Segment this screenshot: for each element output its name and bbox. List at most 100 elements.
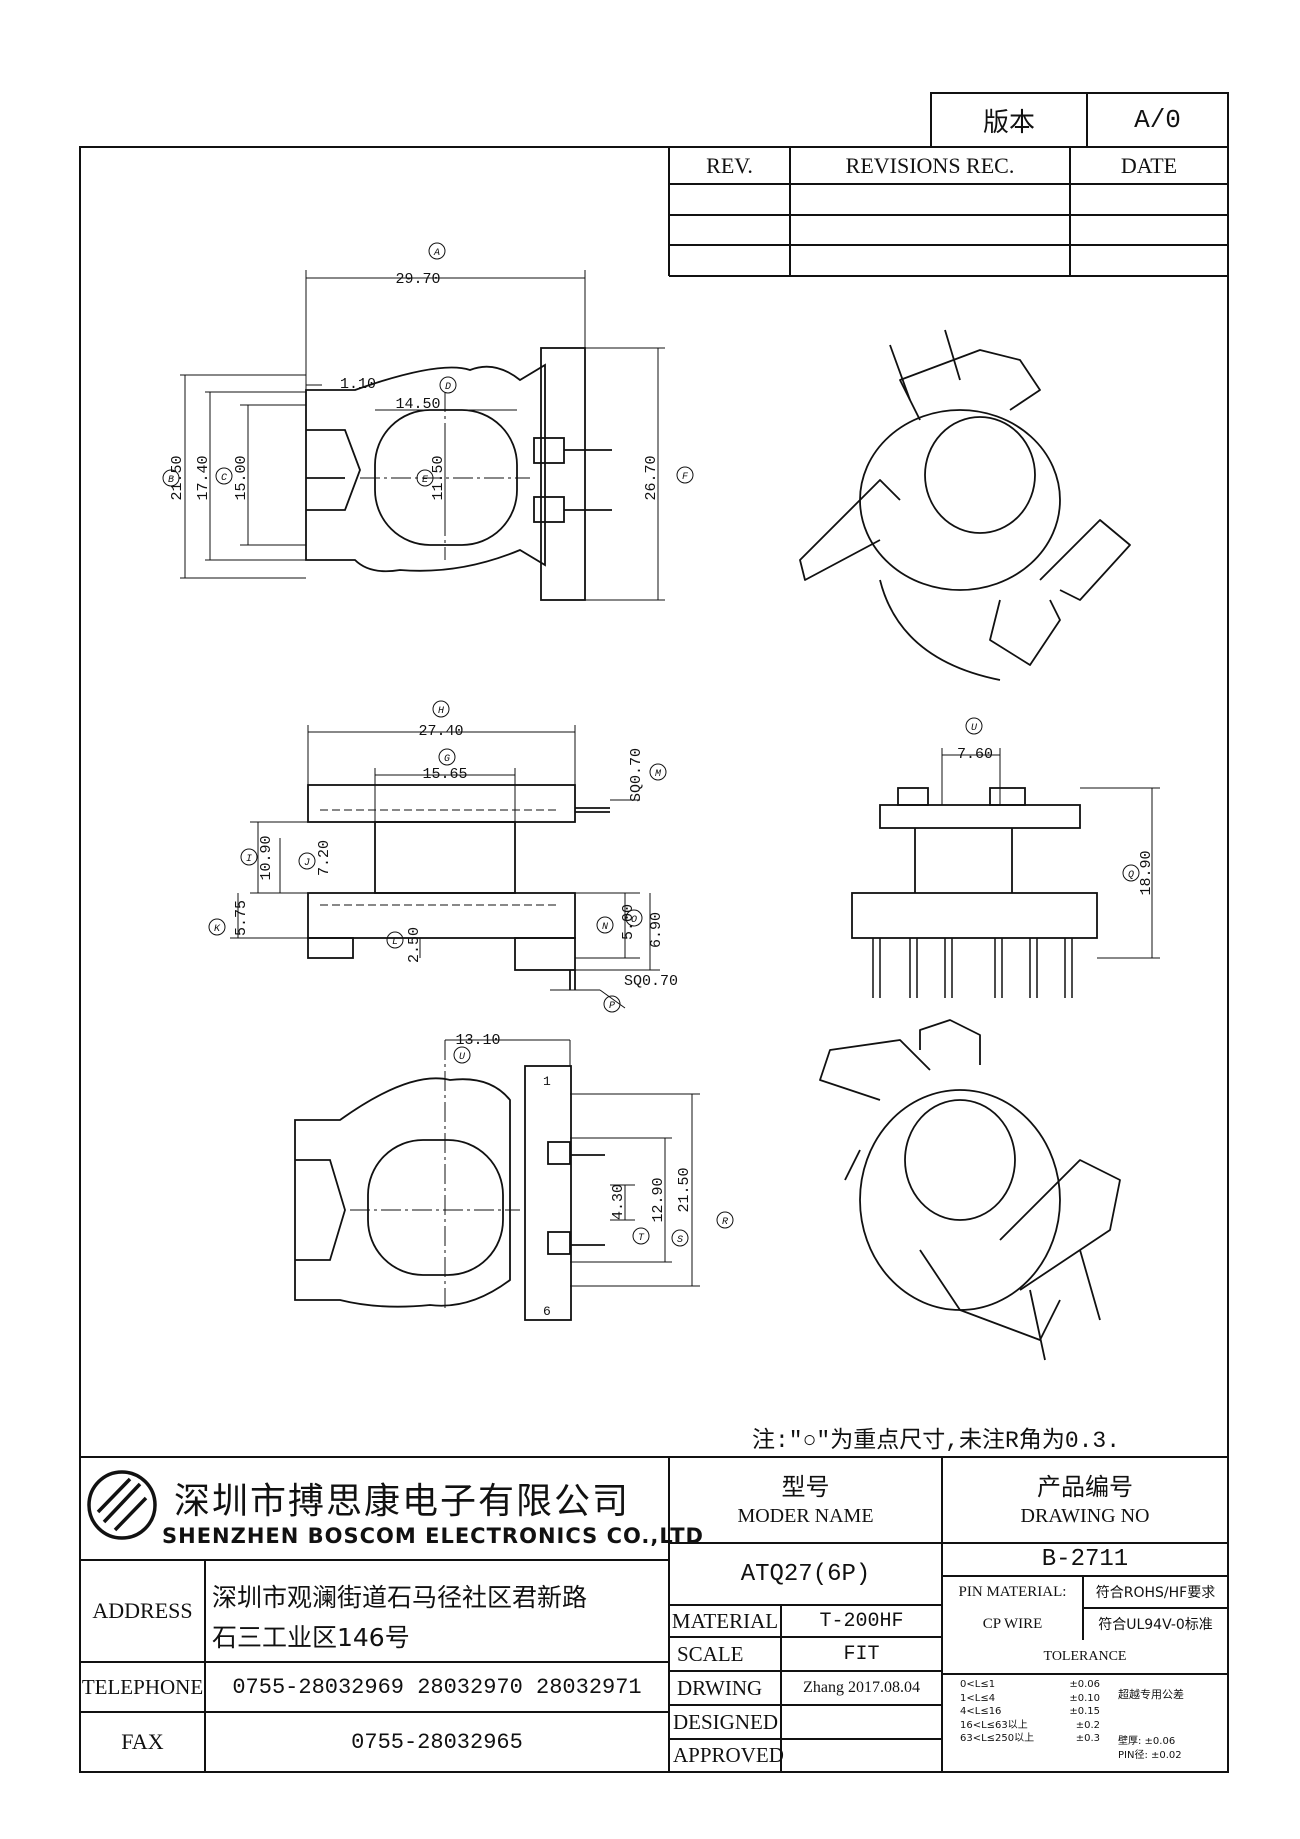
telephone-value: 0755-28032969 28032970 28032971 (232, 1674, 642, 1700)
tag-g: G (444, 754, 450, 765)
dim-j-value: 7.20 (316, 840, 333, 876)
dim-side-u-value: 7.60 (957, 746, 993, 763)
dim-f-value: 26.70 (643, 455, 660, 500)
dim-a-value: 29.70 (395, 271, 440, 288)
tolerance-range: 1<L≤4 (960, 1692, 996, 1704)
telephone-label: TELEPHONE (81, 1674, 204, 1699)
scale-value: FIT (843, 1642, 880, 1666)
tag-side-u: U (971, 723, 978, 734)
tag-j: J (304, 858, 310, 869)
fax-label: FAX (121, 1729, 164, 1754)
side-view-bottom-flange (851, 892, 1098, 939)
tag-s: S (677, 1235, 683, 1246)
tolerance-value: ±0.10 (1069, 1692, 1100, 1704)
tolerance-range: 16<L≤63以上 (960, 1719, 1028, 1731)
drawing-no-value: B-2711 (1041, 1546, 1129, 1573)
tolerance-value: ±0.2 (1075, 1719, 1100, 1731)
pin-material-label: PIN MATERIAL: (958, 1583, 1067, 1600)
drawing-no-label-en: DRAWING NO (1020, 1504, 1150, 1527)
tag-o: O (631, 915, 637, 926)
dim-k-value: 5.75 (233, 900, 250, 936)
drawing-value: Zhang 2017.08.04 (803, 1679, 920, 1696)
approved-label: APPROVED (673, 1743, 784, 1767)
tag-i: I (246, 854, 252, 865)
model-value: ATQ27(6P) (740, 1560, 871, 1588)
dim-b-value: 21.50 (169, 455, 186, 500)
address-line-1: 深圳市观澜街道石马径社区君新路 (212, 1583, 588, 1612)
tolerance-value: ±0.3 (1075, 1733, 1100, 1744)
bottom-view-body-outline (294, 1077, 511, 1308)
dim-i-value: 10.90 (258, 835, 275, 880)
bottom-view-window (367, 1139, 504, 1276)
top-view-flange (540, 347, 586, 601)
dim-p-value: SQ0.70 (624, 973, 678, 990)
address-label: ADDRESS (92, 1598, 193, 1623)
dim-t-value: 4.30 (610, 1184, 627, 1220)
pin-diameter-tolerance: PIN径: ±0.02 (1118, 1750, 1182, 1761)
tag-k: K (214, 924, 221, 935)
dim-h-value: 27.40 (418, 723, 463, 740)
tag-e: E (422, 475, 429, 486)
cp-wire-label: CP WIRE (982, 1615, 1043, 1632)
dim-1740-value: 17.40 (195, 455, 212, 500)
tag-a: A (433, 248, 440, 259)
version-label: 版本 (982, 107, 1035, 138)
tolerance-row: 16<L≤63以上 ±0.2 (960, 1719, 1100, 1733)
tolerance-value: ±0.06 (1069, 1679, 1100, 1690)
bottom-view-pin-flange (524, 1065, 572, 1321)
dim-c-value: 15.00 (233, 455, 250, 500)
drawing-note: 注:"○"为重点尺寸,未注R角为0.3. (752, 1428, 1121, 1454)
dim-o-value: 6.90 (648, 912, 665, 948)
model-label-en: MODER NAME (737, 1504, 874, 1527)
tag-l: L (392, 937, 398, 948)
company-logo (87, 1470, 157, 1540)
tolerance-row: 1<L≤4 ±0.10 (960, 1692, 1100, 1706)
tolerance-row: 0<L≤1 ±0.06 (960, 1678, 1100, 1692)
tolerance-label: TOLERANCE (1043, 1649, 1127, 1664)
designed-value (781, 1705, 942, 1739)
dim-s-value: 12.90 (650, 1177, 667, 1222)
side-view-top-flange (879, 804, 1081, 829)
tolerance-range: 0<L≤1 (960, 1679, 996, 1690)
tag-bottom-u: U (459, 1052, 466, 1063)
tag-r: R (722, 1217, 728, 1228)
drawing-label: DRWING (677, 1675, 763, 1700)
dim-d-value: 14.50 (395, 396, 440, 413)
tag-d: D (445, 382, 451, 393)
revisions-rec-header: REVISIONS REC. (845, 152, 1015, 178)
front-view-core (374, 821, 516, 894)
version-value: A/0 (1134, 105, 1181, 135)
pin-6-label: 6 (543, 1304, 551, 1319)
fax-value: 0755-28032965 (351, 1729, 523, 1755)
company-name-cn: 深圳市搏思康电子有限公司 (174, 1481, 631, 1522)
dim-e-value: 11.50 (430, 455, 447, 500)
tag-b: B (168, 475, 174, 486)
tolerance-table: 0<L≤1 ±0.06 1<L≤4 ±0.10 4<L≤16 ±0.15 16<… (960, 1678, 1100, 1746)
tag-f: F (682, 472, 689, 483)
special-tolerance-title: 超越专用公差 (1118, 1688, 1184, 1701)
tolerance-range: 4<L≤16 (960, 1706, 1002, 1717)
dim-l-value: 2.50 (406, 927, 423, 963)
tolerance-row: 4<L≤16 ±0.15 (960, 1705, 1100, 1719)
cp-wire-value: 符合UL94V-0标准 (1098, 1617, 1213, 1633)
drawing-no-label-cn: 产品编号 (1037, 1472, 1133, 1501)
tag-m: M (655, 769, 662, 780)
pin-material-value: 符合ROHS/HF要求 (1095, 1585, 1216, 1601)
tolerance-range: 63<L≤250以上 (960, 1733, 1035, 1744)
dim-n-value: 5.00 (620, 904, 637, 940)
pin-1-label: 1 (543, 1074, 551, 1089)
rev-header: REV. (706, 152, 753, 178)
material-label: MATERIAL (671, 1608, 779, 1633)
tolerance-row: 63<L≤250以上 ±0.3 (960, 1732, 1100, 1746)
tag-p: P (609, 1001, 615, 1012)
address-line-2: 石三工业区146号 (212, 1623, 410, 1652)
dim-bottom-u-value: 13.10 (455, 1032, 500, 1049)
tag-n: N (602, 922, 608, 933)
designed-label: DESIGNED (673, 1709, 778, 1734)
dim-m-value: SQ0.70 (628, 748, 645, 802)
